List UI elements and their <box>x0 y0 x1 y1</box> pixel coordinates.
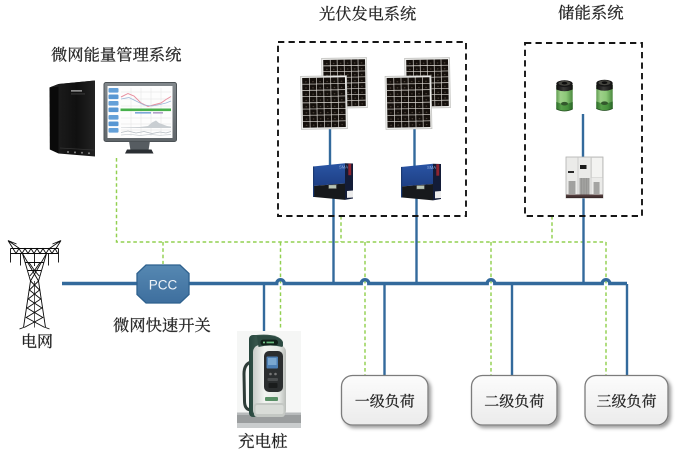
svg-text:SMA: SMA <box>339 165 348 170</box>
svg-text:SMA: SMA <box>427 165 436 170</box>
svg-text:PCC: PCC <box>149 278 178 293</box>
